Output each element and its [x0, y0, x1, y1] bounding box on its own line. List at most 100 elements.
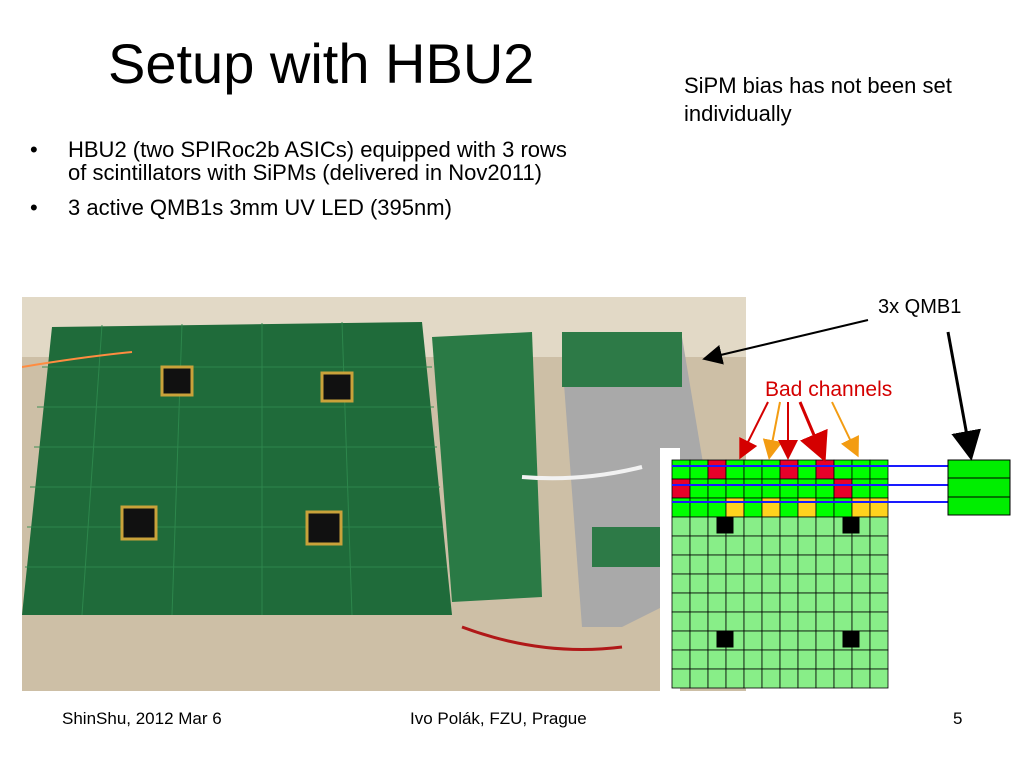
grid-tile: [797, 592, 817, 613]
board-texture: [25, 321, 447, 616]
grid-tile: [779, 592, 799, 613]
grid-tile: [671, 573, 691, 594]
grid-tile: [815, 554, 835, 575]
grid-tile: [869, 649, 889, 670]
grid-tile: [671, 630, 691, 651]
grid-tile: [815, 592, 835, 613]
bullet-item: • HBU2 (two SPIRoc2b ASICs) equipped wit…: [28, 138, 588, 184]
grid-tile: [707, 459, 727, 480]
dif-board: [592, 527, 662, 567]
qmb-label: 3x QMB1: [878, 296, 962, 318]
grid-tile: [869, 459, 889, 480]
grid-tile: [761, 554, 781, 575]
grid-tile: [671, 611, 691, 632]
grid-tile: [779, 554, 799, 575]
grid-tile: [743, 668, 763, 689]
grid-tile: [689, 497, 709, 518]
grid-tile: [725, 535, 745, 556]
grid-tile: [797, 554, 817, 575]
grid-tile: [851, 668, 871, 689]
grid-tile: [797, 497, 817, 518]
grid-tile: [761, 516, 781, 537]
bad-channel-arrow: [739, 401, 769, 460]
grid-tile: [833, 497, 853, 518]
grid-tile: [851, 592, 871, 613]
grid-tile: [761, 592, 781, 613]
qmb-box: [947, 459, 1011, 516]
grid-tile: [743, 459, 763, 480]
channel-diagram: [660, 319, 1011, 693]
grid-tile: [725, 573, 745, 594]
asic-chip: [320, 371, 354, 403]
grid-tile: [779, 573, 799, 594]
grid-tile: [833, 668, 853, 689]
grid-tile: [671, 649, 691, 670]
grid-tile: [851, 649, 871, 670]
bad-channel-arrow: [831, 401, 859, 458]
led-position-mark: [842, 516, 860, 534]
grid-tile: [779, 668, 799, 689]
grid-tile: [725, 668, 745, 689]
grid-tile: [743, 516, 763, 537]
hbu2-board: [22, 322, 452, 615]
grid-tile: [671, 459, 691, 480]
grid-tile: [779, 630, 799, 651]
grid-tile: [725, 592, 745, 613]
grid-tile: [851, 459, 871, 480]
grid-tile: [707, 649, 727, 670]
grid-tile: [797, 516, 817, 537]
grid-tile: [779, 459, 799, 480]
grid-tile: [779, 649, 799, 670]
cable: [22, 351, 133, 368]
slide-title: Setup with HBU2: [108, 32, 535, 95]
led-position-mark: [842, 630, 860, 648]
grid-tile: [743, 554, 763, 575]
grid-tile: [707, 573, 727, 594]
grid-tile: [671, 516, 691, 537]
grid-tile: [743, 630, 763, 651]
grid-tile: [689, 535, 709, 556]
grid-tile: [815, 649, 835, 670]
grid-tile: [725, 497, 745, 518]
asic-chip: [305, 510, 343, 546]
grid-tile: [689, 554, 709, 575]
grid-tile: [725, 478, 745, 499]
cable: [521, 465, 643, 481]
qmb-arrow: [702, 319, 869, 365]
grid-tile: [671, 668, 691, 689]
led-position-mark: [716, 516, 734, 534]
grid-tile: [869, 478, 889, 499]
grid-tile: [689, 478, 709, 499]
grid-tile: [725, 554, 745, 575]
grid-tile: [779, 611, 799, 632]
grid-tile: [833, 592, 853, 613]
grid-tile: [743, 535, 763, 556]
grid-tile: [671, 554, 691, 575]
footer-event: ShinShu, 2012 Mar 6: [62, 709, 222, 728]
grid-tile: [689, 459, 709, 480]
grid-tile: [707, 497, 727, 518]
grid-tile: [761, 649, 781, 670]
grid-tile: [707, 535, 727, 556]
grid-tile: [761, 497, 781, 518]
grid-tile: [833, 459, 853, 480]
grid-tile: [671, 478, 691, 499]
grid-tile: [869, 516, 889, 537]
grid-tile: [851, 535, 871, 556]
grid-tile: [869, 611, 889, 632]
hbu2-photo: [22, 297, 746, 691]
tile-grid: [671, 459, 889, 689]
grid-tile: [671, 535, 691, 556]
bullet-item: • 3 active QMB1s 3mm UV LED (395nm): [28, 196, 588, 219]
grid-tile: [833, 611, 853, 632]
grid-tile: [797, 649, 817, 670]
grid-tile: [689, 668, 709, 689]
grid-tile: [851, 497, 871, 518]
grid-tile: [671, 497, 691, 518]
grid-tile: [707, 611, 727, 632]
grid-tile: [779, 535, 799, 556]
grid-tile: [689, 649, 709, 670]
grid-tile: [707, 592, 727, 613]
grid-tile: [797, 573, 817, 594]
grid-tile: [689, 611, 709, 632]
